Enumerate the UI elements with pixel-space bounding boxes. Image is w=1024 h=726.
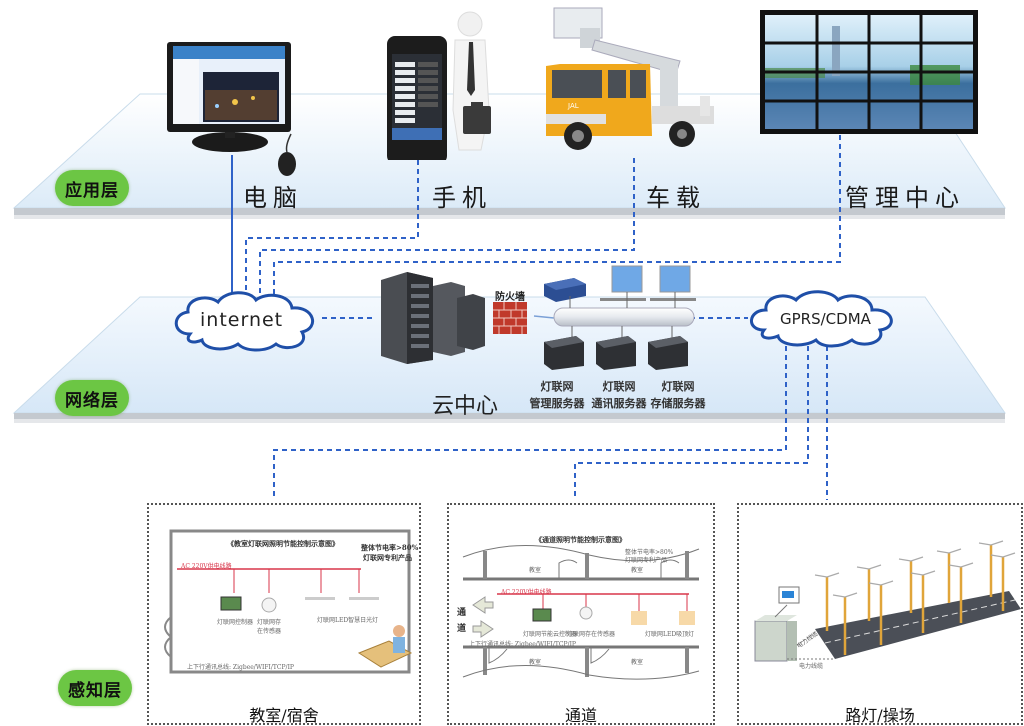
firewall-label: 防火墙 [495,292,525,303]
corridor-room-label-2: 教室 [631,567,644,574]
led-tube-icon [349,597,379,600]
streetlight-poles [825,545,1005,655]
management-link [273,135,841,298]
arrow-right-icon [472,620,494,638]
server-icon [648,336,688,370]
workstation-icon [600,265,646,308]
streetlight-title: 路灯/操场 [845,706,915,725]
classroom-device-3: 灯联网LED智慧日光灯 [317,617,379,624]
classroom-device-1: 灯联网控制器 [217,619,254,626]
led-tube-icon [305,597,335,600]
corridor-room-label-1: 教室 [529,567,542,574]
computer-device[interactable] [165,42,300,177]
corridor-device-1: 灯联网节能云控制器 [523,631,578,638]
corridor-note-2: 灯联网专利产品 [625,557,668,564]
firewall: 防火墙 [493,288,529,338]
corridor-room-label-4: 教室 [631,659,644,666]
gprs-corridor-link [574,346,809,500]
workstation-icon [650,265,696,308]
computer-label: 电脑 [243,184,303,212]
server-icon [596,336,636,370]
svg-text:JAL: JAL [567,102,579,110]
ceiling-light-icon [631,611,647,625]
classroom-diagram [164,529,413,674]
router-icon [544,278,586,302]
application-layer-badge: 应用层 [55,170,129,206]
smartphone-icon [387,11,491,164]
corridor-diagram-title: 《通道照明节能控制示意图》 [535,535,626,544]
cloud-center-racks [377,272,487,364]
management-center-label: 管理中心 [845,184,965,212]
corridor-bus-label: 上下行通讯总线: Zigbee/WIFI/TCP/IP [469,641,576,648]
cabinet-icon [754,615,797,662]
corridor-side-label-1: 通 [457,608,467,618]
brick-wall-icon [493,302,527,334]
server-group [544,336,688,370]
corridor-side-label-2: 道 [457,624,467,634]
phone-device[interactable] [385,10,500,164]
phone-link [245,160,419,298]
vehicle-link [259,158,635,298]
lamp-heads [814,540,1016,598]
streetlight-panel: 电力线缆 电力线缆 路灯/操场 [737,503,1023,725]
classroom-title: 教室/宿舍 [249,706,319,725]
gprs-cloud: GPRS/CDMA [744,290,902,348]
management-server-label: 灯联网 管理服务器 [529,380,585,410]
classroom-bus-label: 上下行通讯总线: Zigbee/WIFI/TCP/IP [187,664,294,671]
corridor-device-2: 灯联网存在传感器 [567,631,616,638]
phone-label: 手机 [432,184,492,212]
gprs-label: GPRS/CDMA [780,310,871,328]
corridor-note-1: 整体节电率>80% [625,549,674,556]
sensor-icon [261,597,277,613]
storage-server-label: 灯联网 存储服务器 [650,380,706,410]
arrow-left-icon [472,596,494,614]
server-rack-icon [381,272,485,364]
server-icon [544,336,584,370]
monitor-icon [167,42,296,176]
corridor-device-3: 灯联网LED吸顶灯 [645,631,695,638]
communication-server-label: 灯联网 通讯服务器 [591,380,647,410]
gprs-classroom-link [273,346,787,500]
internet-label: internet [200,309,284,331]
classroom-note-1: 整体节电率>80% [361,543,419,552]
corridor-title: 通道 [564,706,597,725]
sensor-icon [579,606,593,620]
cloud-icon [750,290,893,348]
video-wall-icon [760,10,978,134]
corridor-panel: 《通道照明节能控制示意图》 整体节电率>80% 灯联网专利产品 教室 教室 AC… [447,503,715,725]
streetlight-diagram [754,540,1021,662]
classroom-note-2: 灯联网专利产品 [363,553,412,562]
vehicle-device[interactable]: JAL [540,6,725,156]
network-layer-badge: 网络层 [55,380,129,416]
lan-bus-group [533,265,696,338]
perception-layer-badge: 感知层 [58,670,132,706]
corridor-room-label-3: 教室 [529,659,542,666]
cloud-icon [174,291,315,352]
classroom-device-2: 灯联网存在传感器 [256,619,281,635]
controller-icon [532,608,552,622]
internet-cloud: internet [168,290,324,352]
management-center-device[interactable] [760,10,980,135]
vehicle-label: 车载 [646,184,706,212]
ceiling-light-icon [679,611,695,625]
bucket-truck-icon: JAL [546,7,714,150]
lan-bus [553,307,695,327]
classroom-power-line: AC 220V供电线路 [181,563,232,570]
road [815,591,1021,659]
controller-icon [220,596,242,611]
classroom-panel: 《教室灯联网照明节能控制示意图》 整体节电率>80% 灯联网专利产品 AC 22… [147,503,421,725]
person-at-desk-icon [357,625,413,668]
corridor-diagram [462,545,700,680]
cloud-center-label: 云中心 [432,394,499,419]
corridor-power-line: AC 220V供电线路 [501,589,552,596]
classroom-diagram-title: 《教室灯联网照明节能控制示意图》 [227,539,339,548]
cable-label-2: 电力线缆 [799,663,824,670]
